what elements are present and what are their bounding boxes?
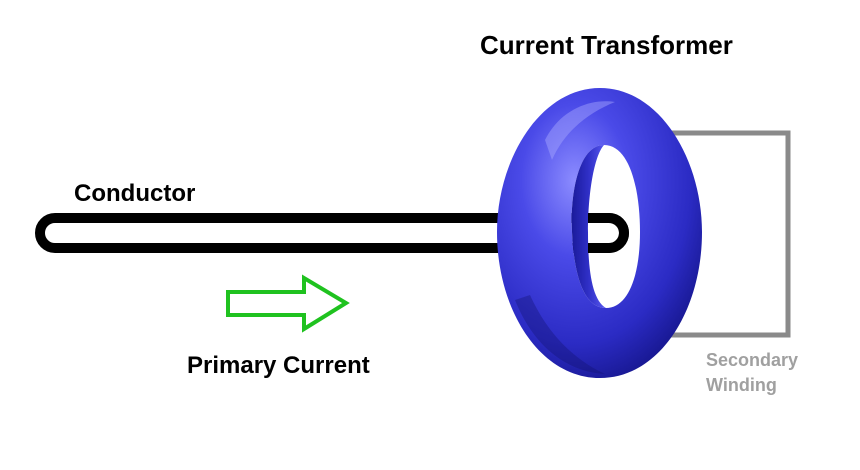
toroid-core-icon [497, 88, 702, 378]
conductor-through-core [588, 213, 629, 253]
right-arrow-outline-icon [226, 274, 350, 333]
conductor-label: Conductor [74, 180, 196, 207]
primary-current-label: Primary Current [187, 352, 370, 379]
secondary-winding-label: Secondary Winding [706, 348, 798, 398]
secondary-winding-wire [664, 130, 791, 338]
secondary-winding-label-line2: Winding [706, 375, 777, 395]
diagram-title: Current Transformer [480, 30, 733, 60]
secondary-winding-label-line1: Secondary [706, 350, 799, 370]
